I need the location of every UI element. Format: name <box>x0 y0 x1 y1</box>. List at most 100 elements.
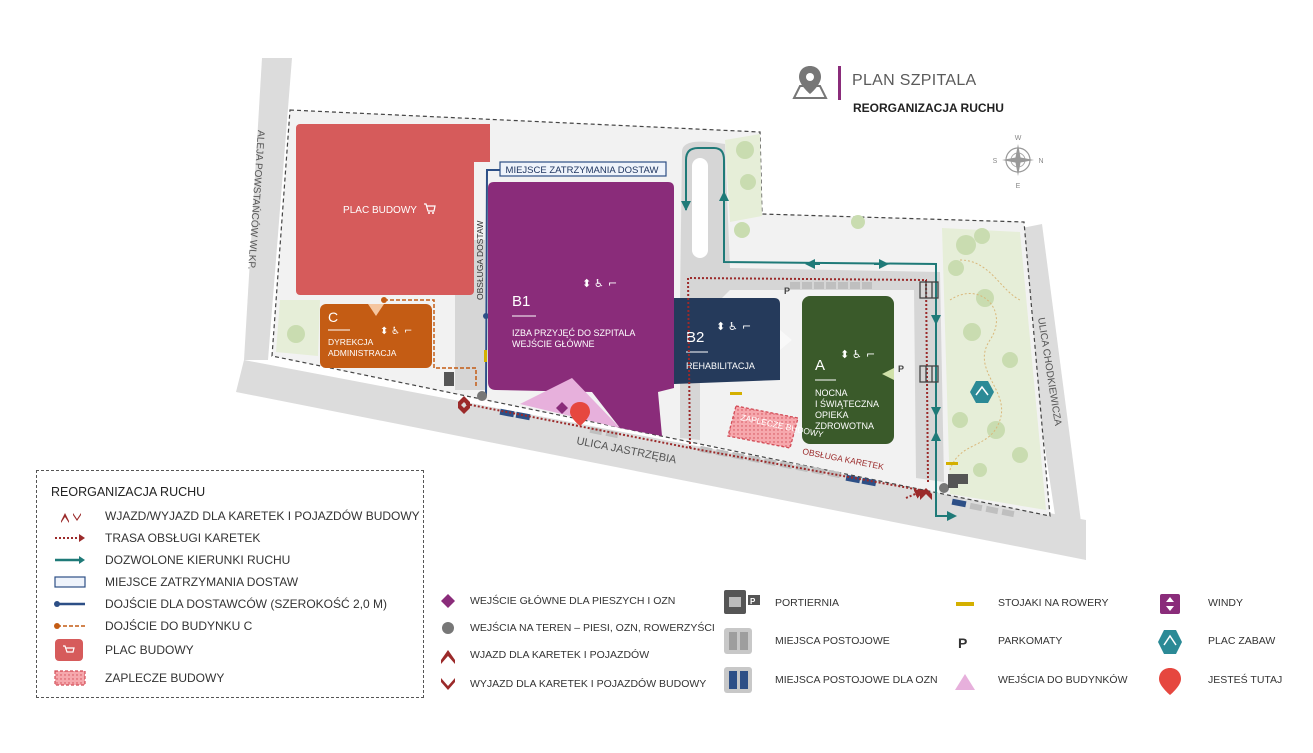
legend-key-label: MIEJSCA POSTOJOWE <box>775 635 890 647</box>
compass-s: E <box>1016 183 1021 190</box>
legend-label: DOJŚCIE DLA DOSTAWCÓW (SZEROKOŚĆ 2,0 M) <box>105 597 388 611</box>
building-b1 <box>488 182 674 436</box>
legend-key-reception: PORTIERNIA <box>775 589 839 617</box>
ambulance-entry-exit-icon <box>51 507 87 525</box>
construction-strip <box>470 124 490 162</box>
legend-label: DOJŚCIE DO BUDYNKU C <box>105 619 253 633</box>
path-to-c <box>384 299 477 386</box>
svg-text:⌐: ⌐ <box>866 348 875 361</box>
b1-facility-icons: ⬍♿⌐ <box>582 277 617 290</box>
green-area-east <box>942 228 1046 510</box>
legend-key-disabled-parking: MIEJSCA POSTOJOWE DLA OZN <box>775 666 938 694</box>
b2-code: B2 <box>686 329 704 346</box>
compass-n: W <box>1015 135 1022 142</box>
parking-meter-label: P <box>784 286 790 296</box>
island <box>692 158 708 258</box>
svg-text:♿: ♿ <box>391 326 400 337</box>
c-facility-icons: ⬍♿⌐ <box>380 326 412 337</box>
svg-text:⌐: ⌐ <box>742 320 751 333</box>
legend-key-label: PORTIERNIA <box>775 597 839 609</box>
page-title: PLAN SZPITALA <box>852 72 977 89</box>
legend-item: PLAC BUDOWY <box>51 639 194 661</box>
backyard-icon <box>51 669 87 687</box>
site-entrances <box>477 391 949 493</box>
legend-key-ambulance-entry: WJAZD DLA KARETEK I POJAZDÓW <box>470 641 649 669</box>
b2-facility-icons: ⬍♿⌐ <box>716 320 751 333</box>
building-a <box>802 296 894 444</box>
legend-item: TRASA OBSŁUGI KARETEK <box>51 529 260 547</box>
a-line3: OPIEKA <box>815 410 849 420</box>
allowed-direction-icon <box>51 551 87 569</box>
delivery-path-icon <box>51 595 87 613</box>
legend-key-site-entrance: WEJŚCIA NA TEREN – PIESI, OZN, ROWERZYŚC… <box>470 614 715 642</box>
construction-icon <box>51 639 87 661</box>
legend-key-label: PLAC ZABAW <box>1208 635 1276 647</box>
traffic-legend: REORGANIZACJA RUCHU WJAZD/WYJAZD DLA KAR… <box>36 470 424 698</box>
map-pin-icon <box>792 66 828 99</box>
legend-title: REORGANIZACJA RUCHU <box>51 485 206 499</box>
compass-w: S <box>993 158 998 165</box>
b1-line2: WEJŚCIE GŁÓWNE <box>512 338 595 349</box>
playground-marker <box>970 381 994 403</box>
c-line1: DYREKCJA <box>328 337 374 347</box>
legend-key-label: WINDY <box>1208 597 1243 609</box>
b1-line1: IZBA PRZYJĘĆ DO SZPITALA <box>512 328 635 338</box>
path-to-c-start <box>381 297 387 303</box>
cart-icon <box>424 203 436 214</box>
legend-label: MIEJSCE ZATRZYMANIA DOSTAW <box>105 575 299 589</box>
bike-racks <box>484 350 958 465</box>
legend-item: DOJŚCIE DO BUDYNKU C <box>51 617 252 635</box>
legend-key-icons: P P <box>441 590 1182 695</box>
a-code: A <box>815 357 825 374</box>
legend-key-parking-meter: PARKOMATY <box>998 627 1062 655</box>
delivery-path-end <box>483 313 489 319</box>
svg-text:⬍: ⬍ <box>716 320 725 333</box>
a-line1: NOCNA <box>815 388 848 398</box>
delivery-stop-icon <box>51 573 87 591</box>
legend-key-you-are-here: JESTEŚ TUTAJ <box>1208 666 1282 694</box>
legend-item: ZAPLECZE BUDOWY <box>51 669 224 687</box>
construction-label: PLAC BUDOWY <box>343 205 417 216</box>
svg-text:P: P <box>958 635 967 651</box>
stairs-icon: ⌐ <box>608 277 617 290</box>
delivery-service-label: OBSŁUGA DOSTAW <box>475 221 485 300</box>
gates <box>919 281 939 383</box>
construction-area <box>296 124 474 295</box>
legend-key-bike-rack: STOJAKI NA ROWERY <box>998 589 1108 617</box>
c-entrance-triangle <box>368 304 384 316</box>
legend-key-building-entrance: WEJŚCIA DO BUDYNKÓW <box>998 666 1128 694</box>
svg-text:⬍: ⬍ <box>380 326 388 337</box>
a-facility-icons: ⬍♿⌐ <box>840 348 875 361</box>
c-code: C <box>328 309 338 325</box>
legend-item: DOZWOLONE KIERUNKI RUCHU <box>51 551 290 569</box>
you-are-here-marker <box>570 402 590 426</box>
legend-item: MIEJSCE ZATRZYMANIA DOSTAW <box>51 573 298 591</box>
legend-label: DOZWOLONE KIERUNKI RUCHU <box>105 553 291 567</box>
site-backyard <box>727 405 799 449</box>
ambulance-entry-exit-markers <box>458 396 932 500</box>
elevator-icon: ⬍ <box>582 277 591 290</box>
building-b2 <box>674 298 780 384</box>
garden-paths <box>949 259 1021 471</box>
compass-e: N <box>1038 158 1043 165</box>
legend-key-label: STOJAKI NA ROWERY <box>998 597 1109 609</box>
page-subtitle: REORGANIZACJA RUCHU <box>853 101 1004 115</box>
legend-key-label: WEJŚCIE GŁÓWNE DLA PIESZYCH I OZN <box>470 595 676 607</box>
a-entrance-triangle <box>882 368 894 380</box>
allowed-directions <box>681 147 957 521</box>
delivery-stop-label: MIEJSCE ZATRZYMANIA DOSTAW <box>506 165 659 176</box>
b2-line1: REHABILITACJA <box>686 361 755 371</box>
c-line2: ADMINISTRACJA <box>328 348 397 358</box>
building-c <box>320 304 432 368</box>
svg-text:♿: ♿ <box>852 348 862 361</box>
parking-meter-label-2: P <box>898 364 904 374</box>
legend-label: TRASA OBSŁUGI KARETEK <box>105 531 261 545</box>
legend-label: PLAC BUDOWY <box>105 643 194 657</box>
b1-code: B1 <box>512 293 530 310</box>
legend-key-label: WJAZD DLA KARETEK I POJAZDÓW <box>470 649 650 661</box>
b2-entrance-triangle <box>780 330 792 350</box>
b1-entrance-triangle <box>520 378 620 428</box>
a-line4: ZDROWOTNA <box>815 421 874 431</box>
street-south <box>236 360 1086 560</box>
legend-label: ZAPLECZE BUDOWY <box>105 671 225 685</box>
